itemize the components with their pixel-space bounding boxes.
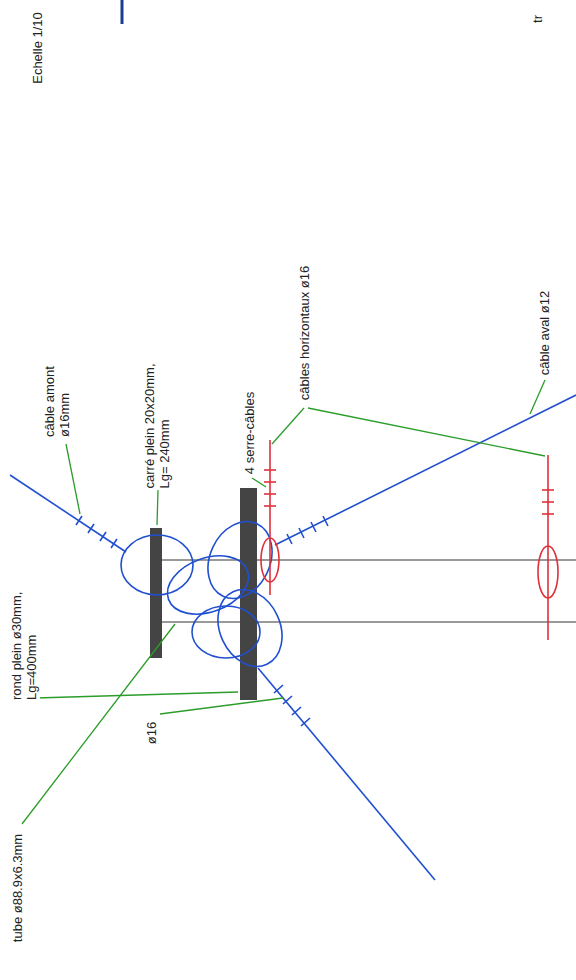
part-label: câbles horizontaux ø16 [298,265,313,401]
scale-note: Echelle 1/10 [31,11,46,85]
square-bar [150,528,162,658]
leader-lines [22,380,545,824]
red-cables [261,440,558,640]
tube-wall [160,621,576,623]
cable-loops [121,511,294,677]
cut-note: tr [531,14,546,24]
part-label: 4 serre-câbles [243,391,258,475]
part-label: rond plein ø30mm, Lg=400mm [10,579,40,701]
part-label: câble aval ø12 [538,290,553,377]
blue-cables [10,395,576,880]
scale-mark [121,0,124,24]
tube-wall [160,559,576,561]
part-label: tube ø88.9x6.3mm [11,833,26,943]
part-label: câble amont ø16mm [43,362,73,438]
dimension-label: ø16 [145,721,160,745]
part-label: carré plein 20x20mm, Lg= 240mm [143,351,173,490]
